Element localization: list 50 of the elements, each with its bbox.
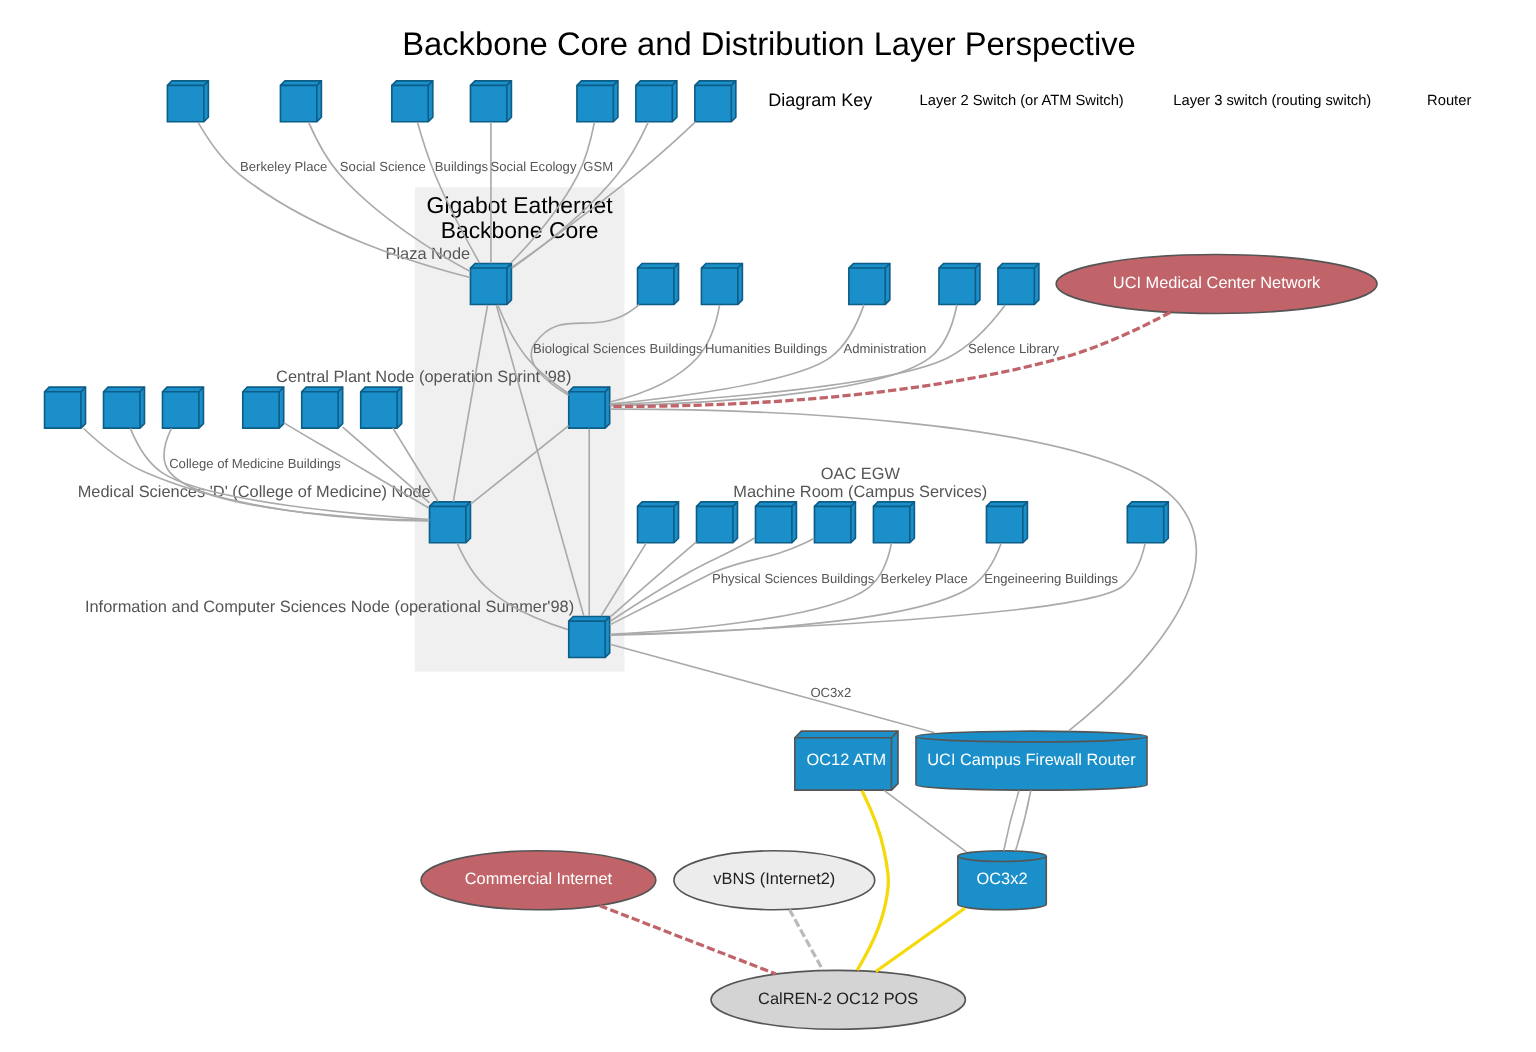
connector <box>455 542 568 631</box>
connector <box>608 541 697 618</box>
connector <box>391 427 438 503</box>
connector <box>608 310 1171 409</box>
node-ellipse: vBNS (Internet2) <box>672 849 875 911</box>
connector <box>587 427 590 617</box>
connector <box>608 536 755 623</box>
connector <box>608 542 1145 636</box>
node-ellipse: UCI Medical Center Network <box>1054 253 1377 315</box>
connector <box>854 790 889 971</box>
legend-label: Router <box>1426 90 1471 109</box>
label: Diagram Key <box>767 89 872 110</box>
legend-label: Layer 2 Switch (or ATM Switch) <box>918 90 1123 109</box>
connector <box>607 537 814 626</box>
node-label: Machine Room (Campus Services) <box>732 482 987 501</box>
connector <box>787 908 824 971</box>
connector <box>1001 789 1019 852</box>
connector <box>282 421 429 509</box>
legend-label: Layer 3 switch (routing switch) <box>1172 90 1371 109</box>
connector <box>468 424 569 505</box>
connector <box>529 303 640 397</box>
connector <box>598 904 776 976</box>
diagram-title: Backbone Core and Distribution Layer Perspective <box>401 27 1135 64</box>
connector <box>608 408 1196 732</box>
connector <box>1013 789 1031 852</box>
connector <box>509 121 595 264</box>
connector <box>415 121 480 264</box>
connector <box>451 304 488 503</box>
connector <box>495 303 569 394</box>
connector <box>510 121 696 269</box>
connector <box>494 304 584 617</box>
connector <box>608 303 864 405</box>
node-label: Central Plant Node (operation Sprint '98) <box>275 368 571 387</box>
connector <box>340 426 430 504</box>
node-label: OAC EGW <box>819 464 899 483</box>
node-ellipse: Commercial Internet <box>419 849 656 911</box>
connector <box>196 121 470 279</box>
connector <box>882 789 967 853</box>
node-ellipse: CalREN-2 OC12 POS <box>709 969 966 1031</box>
connector <box>489 121 491 265</box>
connector <box>599 542 647 617</box>
connector <box>608 304 720 403</box>
node-label: Plaza Node <box>384 244 470 263</box>
connector <box>608 542 892 636</box>
connector <box>509 121 649 270</box>
connector <box>608 542 1001 636</box>
connector <box>608 643 935 734</box>
connector <box>306 121 470 273</box>
node-label: Information and Computer Sciences Node (operational Summer'98) <box>83 597 574 616</box>
connector <box>873 906 965 973</box>
